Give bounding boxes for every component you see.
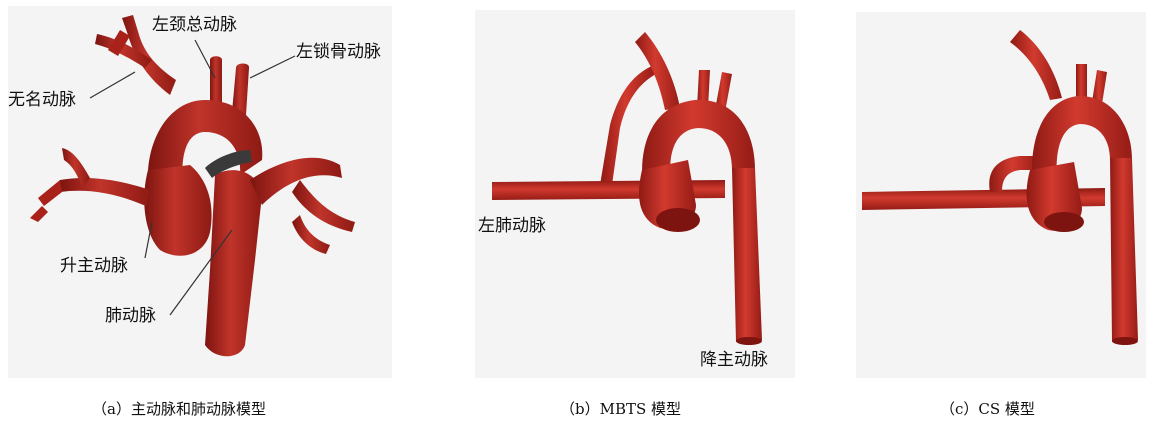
panel-cs-model — [850, 0, 1151, 390]
caption-b: （b）MBTS 模型 — [560, 398, 681, 419]
innominate-artery — [1010, 30, 1062, 100]
right-pulmonary-branch — [250, 158, 342, 205]
ascending-aorta — [144, 165, 211, 256]
cs-model-illustration — [850, 0, 1151, 390]
left-common-carotid — [1076, 64, 1087, 100]
panel-aorta-pulmonary-model: 左颈总动脉 左锁骨动脉 无名动脉 升主动脉 肺动脉 — [0, 0, 395, 390]
descending-aorta — [1110, 158, 1138, 342]
panel-mbts-model: 左肺动脉 降主动脉 — [470, 0, 800, 390]
caption-c: （c）CS 模型 — [940, 398, 1035, 419]
descending-aorta-opening — [1112, 337, 1138, 345]
pulmonary-trunk — [205, 170, 262, 356]
label-pulmonary-artery: 肺动脉 — [105, 308, 156, 325]
label-left-subclavian: 左锁骨动脉 — [296, 44, 381, 61]
ascending-aorta-opening — [656, 208, 700, 232]
descending-aorta-opening — [736, 337, 762, 345]
mbts-model-illustration — [470, 0, 800, 390]
label-left-common-carotid: 左颈总动脉 — [152, 17, 237, 34]
left-pulmonary-branch — [60, 178, 150, 206]
left-pulmonary-tip — [38, 180, 62, 206]
ascending-aorta-opening — [1044, 212, 1084, 232]
caption-a: （a）主动脉和肺动脉模型 — [92, 398, 266, 419]
label-descending-aorta: 降主动脉 — [700, 352, 768, 369]
label-innominate: 无名动脉 — [8, 92, 76, 109]
innominate-artery — [635, 32, 680, 110]
label-ascending-aorta: 升主动脉 — [60, 258, 128, 275]
label-left-pulmonary-artery: 左肺动脉 — [478, 218, 546, 235]
left-pulmonary-tip2 — [30, 206, 48, 222]
descending-aorta — [732, 168, 762, 342]
